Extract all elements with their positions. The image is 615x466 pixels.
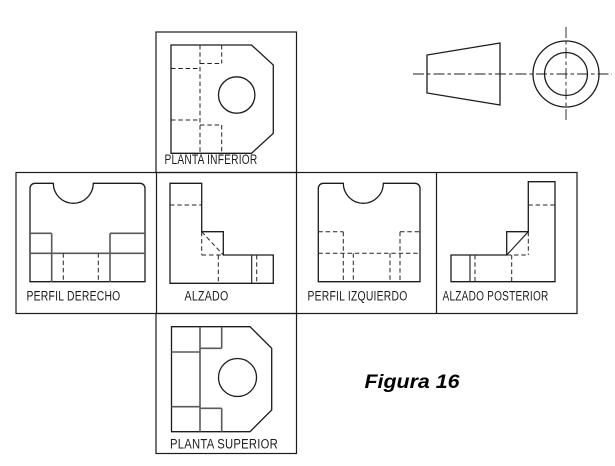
view-perfil-izquierdo: PERFIL IZQUIERDO <box>308 182 421 304</box>
perfil-derecho-hidden-lines <box>62 253 99 282</box>
perfil-derecho-outline <box>29 182 146 283</box>
view-alzado-posterior: ALZADO POSTERIOR <box>443 181 556 304</box>
label-planta-superior: PLANTA SUPERIOR <box>170 437 278 452</box>
auxiliary-views <box>413 27 612 121</box>
truncated-cone-side-view <box>426 42 501 106</box>
alzado-posterior-outline <box>450 181 556 283</box>
planta-superior-hole <box>217 357 258 398</box>
alzado-posterior-hidden-lines <box>474 204 555 282</box>
label-perfil-derecho: PERFIL DERECHO <box>27 289 121 304</box>
label-planta-inferior: PLANTA INFERIOR <box>165 152 258 167</box>
figure-caption: Figura 16 <box>365 372 460 393</box>
view-alzado: ALZADO <box>169 182 274 304</box>
view-planta-inferior: PLANTA INFERIOR <box>165 44 274 167</box>
perfil-izquierdo-outline <box>317 182 421 283</box>
view-perfil-derecho: PERFIL DERECHO <box>27 182 146 304</box>
perfil-derecho-internal-lines <box>30 232 145 282</box>
planta-superior-internal-lines <box>171 326 223 432</box>
label-alzado: ALZADO <box>185 289 229 304</box>
alzado-hidden-lines <box>170 204 258 284</box>
planta-superior-outline <box>170 326 273 433</box>
inner-circle <box>543 51 589 97</box>
planta-inferior-hole <box>217 76 256 114</box>
label-alzado-posterior: ALZADO POSTERIOR <box>443 289 549 304</box>
outer-circle <box>532 40 600 108</box>
view-frames <box>15 31 578 455</box>
label-perfil-izquierdo: PERFIL IZQUIERDO <box>308 289 408 304</box>
frame-planta-superior <box>155 312 298 455</box>
perfil-izquierdo-hidden-lines <box>318 231 420 282</box>
view-planta-superior: PLANTA SUPERIOR <box>170 326 278 452</box>
planta-inferior-hidden-lines <box>171 45 223 154</box>
alzado-posterior-internal-lines <box>469 231 529 282</box>
planta-inferior-outline <box>170 44 274 154</box>
alzado-outline <box>169 182 274 284</box>
concentric-circles-front-view <box>532 40 600 108</box>
